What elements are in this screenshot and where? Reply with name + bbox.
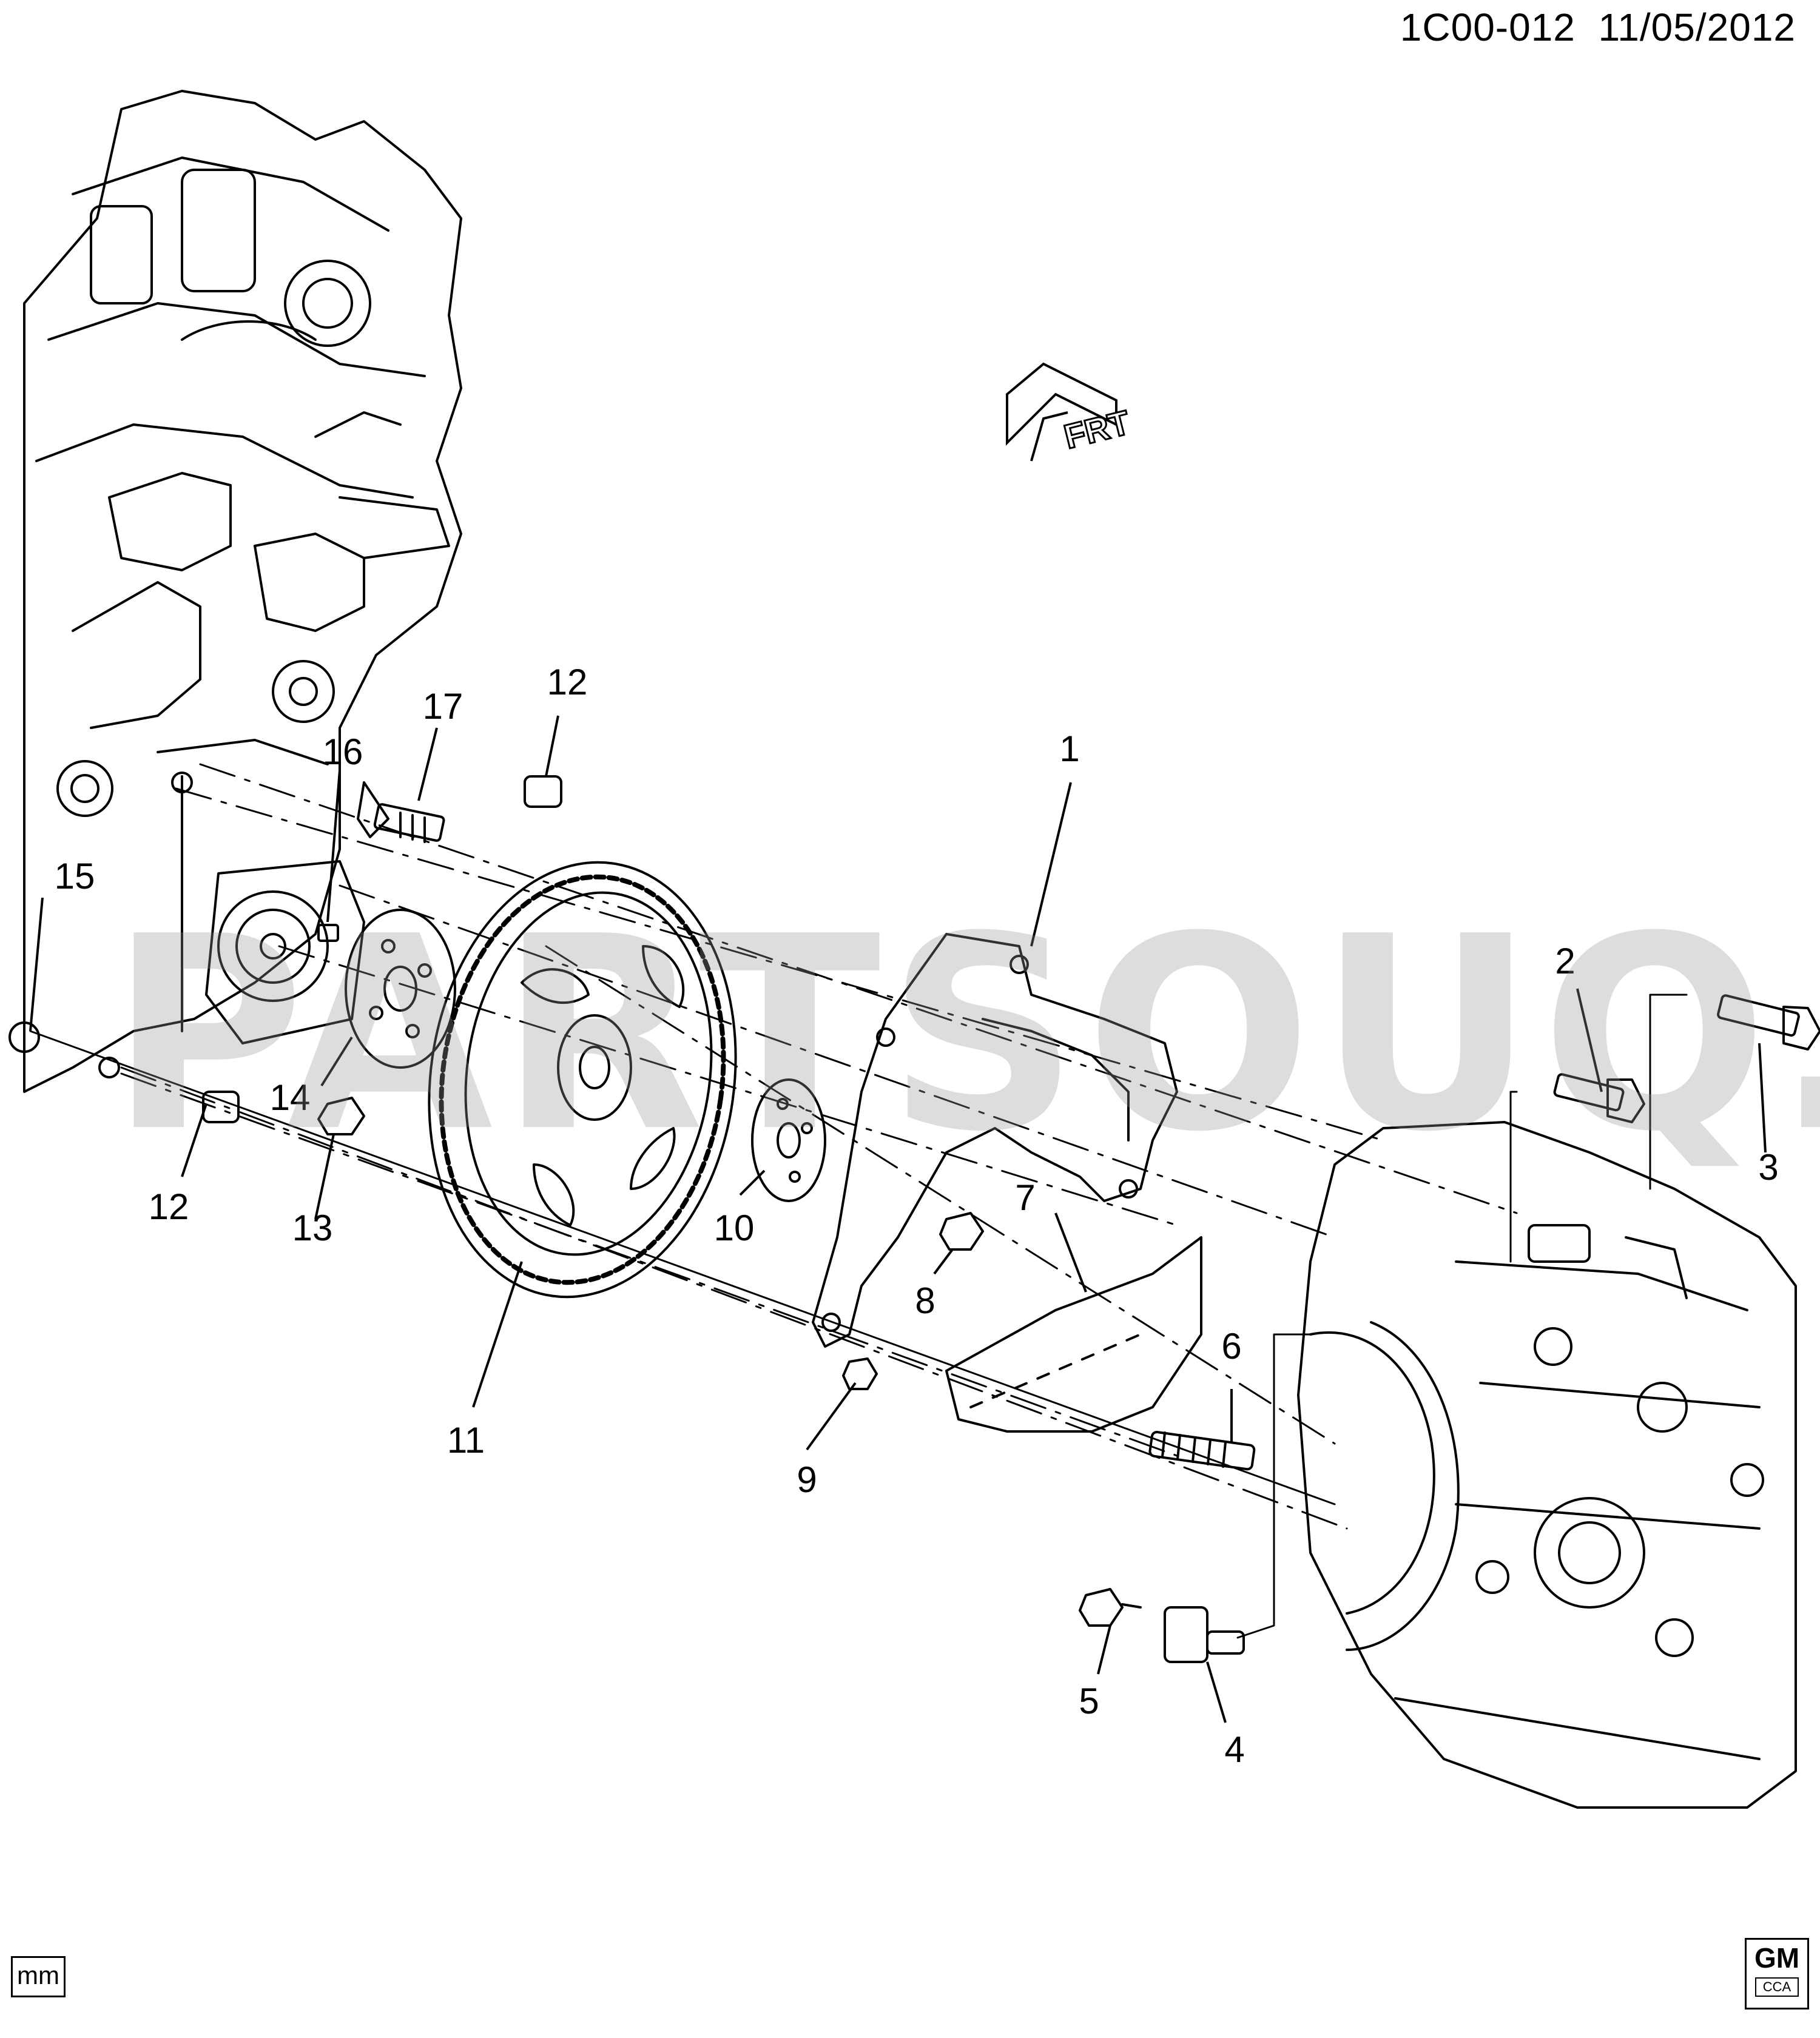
pin-16 — [317, 924, 339, 942]
callout-5: 5 — [1079, 1681, 1099, 1721]
dowel-pin-12-upper — [524, 775, 562, 808]
engine-block — [23, 90, 462, 1093]
bolt-13 — [317, 1097, 365, 1135]
callout-7: 7 — [1015, 1177, 1035, 1218]
sensor-4 — [1164, 1606, 1245, 1663]
callout-12-lower: 12 — [149, 1186, 189, 1227]
dowel-pin-12-lower — [202, 1091, 240, 1123]
callout-10: 10 — [714, 1208, 755, 1248]
callout-14: 14 — [270, 1077, 311, 1118]
alignment-lines — [120, 763, 1518, 1530]
plug-8 — [939, 1212, 984, 1251]
bolt-5 — [1079, 1588, 1142, 1627]
nut-15 — [8, 1021, 40, 1053]
watermark-text: PARTSOUQ.COM — [109, 879, 1820, 1190]
cover-7 — [945, 1236, 1202, 1433]
reinforcement-plate-10 — [751, 1078, 826, 1202]
callout-17: 17 — [423, 686, 463, 727]
callout-3: 3 — [1758, 1147, 1778, 1188]
callout-1: 1 — [1059, 728, 1079, 769]
frt-label: FRT — [1060, 403, 1134, 456]
front-direction-arrow: FRT — [1006, 362, 1134, 462]
flexplate-11 — [428, 861, 737, 1299]
callout-9: 9 — [797, 1459, 817, 1500]
callout-12-upper: 12 — [547, 662, 588, 702]
callout-16: 16 — [323, 731, 363, 772]
diagram-date: 11/05/2012 — [1598, 5, 1796, 49]
callout-numbers: 1 2 3 4 5 6 7 8 9 10 11 12 12 13 14 15 1… — [55, 662, 1779, 1770]
bolt-2 — [1553, 1073, 1645, 1123]
callout-8: 8 — [915, 1280, 935, 1321]
gm-logo-subtext: CCA — [1755, 1977, 1799, 1997]
spacer-plate-14 — [345, 909, 456, 1069]
callout-11: 11 — [447, 1420, 485, 1461]
gm-logo-text: GM — [1754, 1942, 1800, 1974]
callout-2: 2 — [1555, 941, 1575, 981]
callout-6: 6 — [1221, 1326, 1241, 1367]
callout-leaders — [29, 715, 1767, 1723]
callout-4: 4 — [1224, 1729, 1244, 1770]
adapter-plate-1 — [812, 933, 1178, 1348]
bolt-17 — [357, 781, 445, 843]
transmission-case — [1297, 1121, 1797, 1809]
callout-15: 15 — [55, 856, 95, 896]
diagram-header: 1C00-012 11/05/2012 — [1400, 5, 1796, 50]
unit-badge: mm — [11, 1956, 66, 1997]
stud-6 — [1148, 1431, 1256, 1471]
diagram-code: 1C00-012 — [1400, 5, 1576, 49]
callout-13: 13 — [292, 1208, 333, 1248]
bolt-3 — [1717, 994, 1820, 1051]
plug-9 — [842, 1357, 878, 1390]
gm-logo: GM CCA — [1745, 1938, 1809, 2009]
